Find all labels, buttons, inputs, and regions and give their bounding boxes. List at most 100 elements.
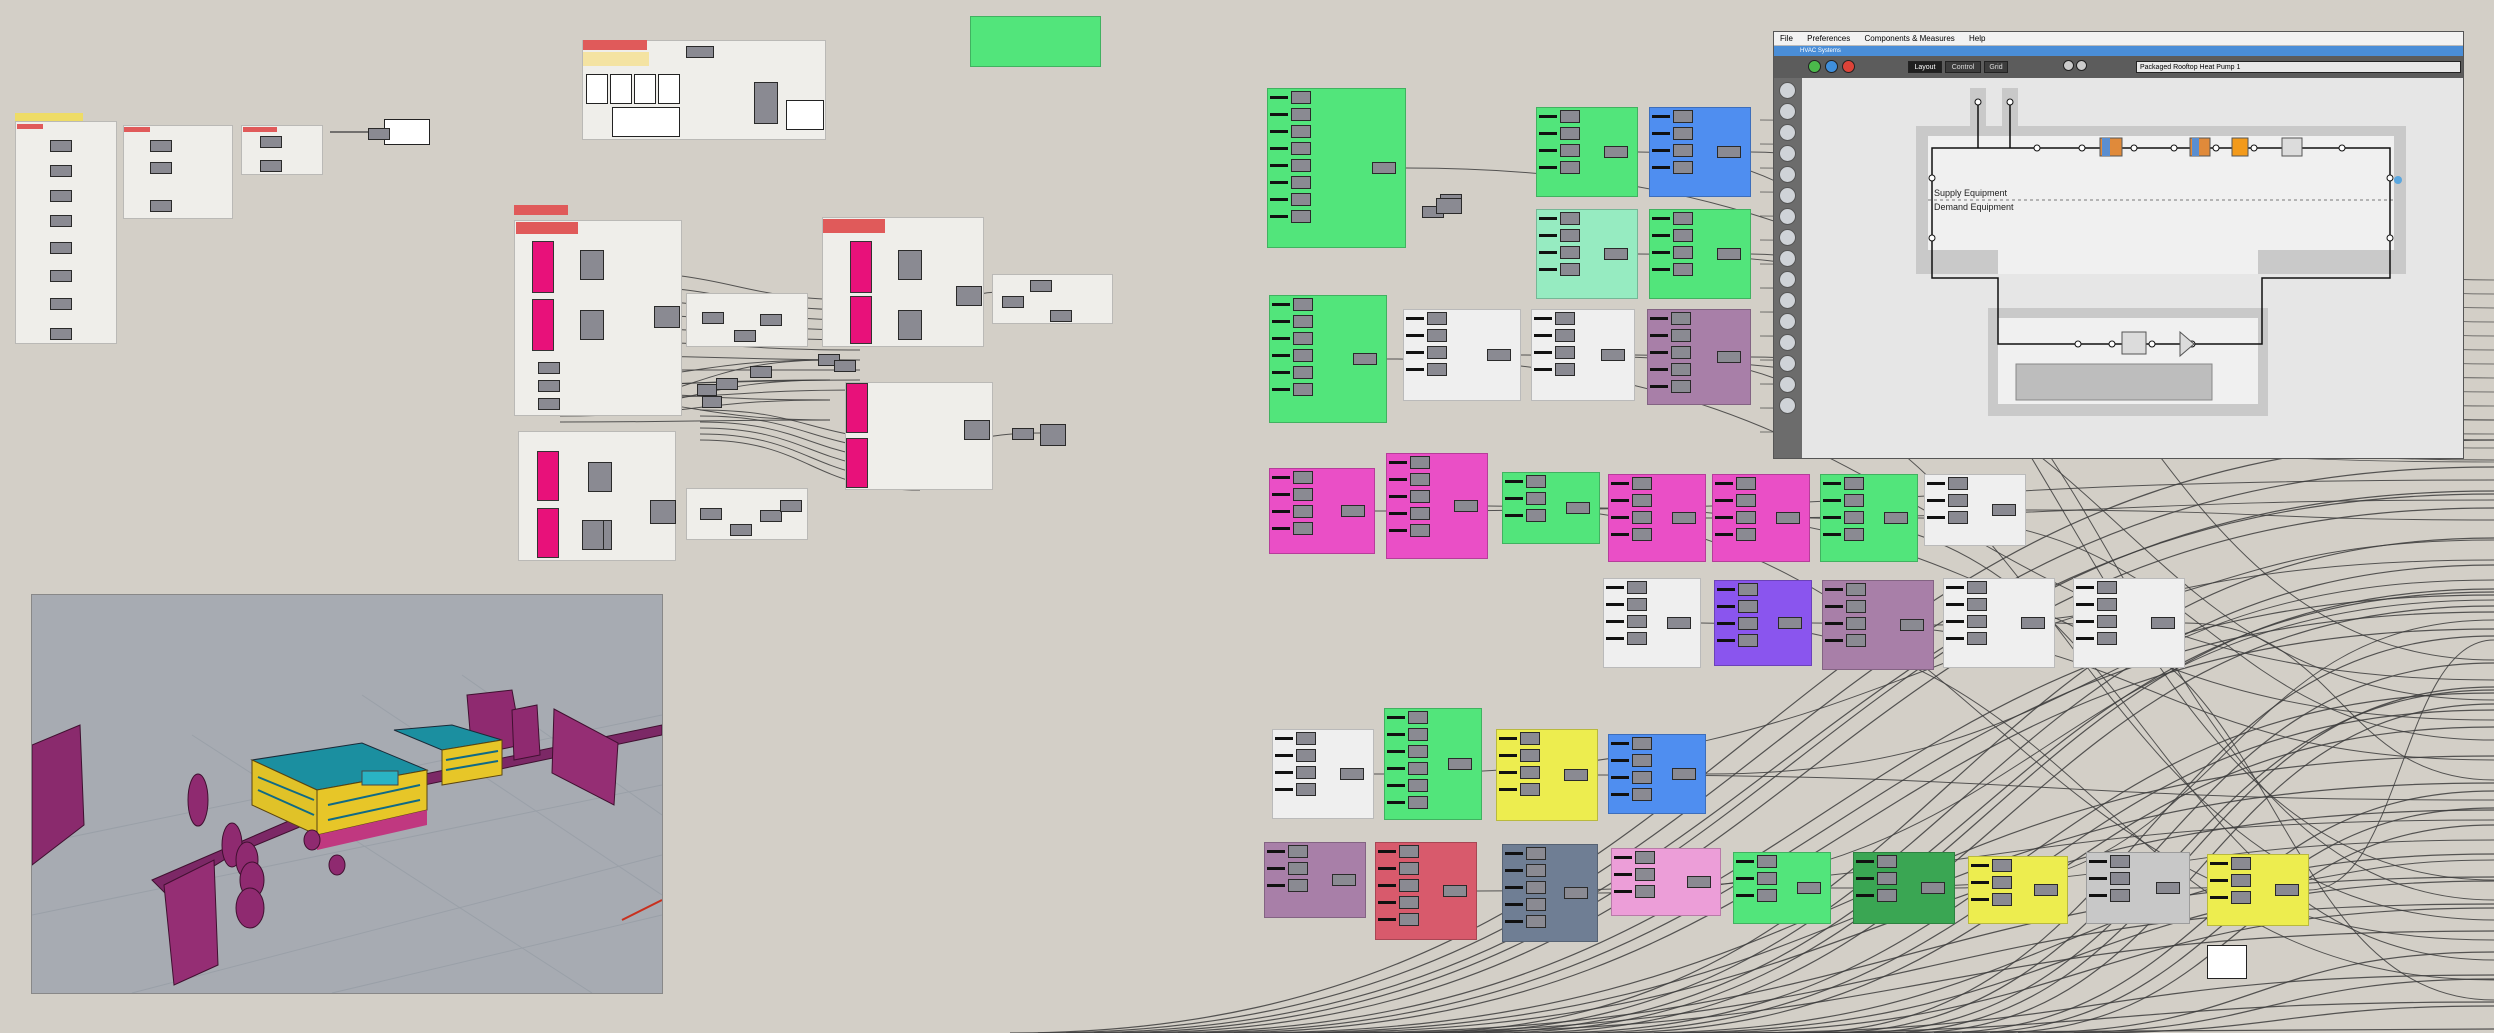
component[interactable] (650, 500, 676, 524)
input-param[interactable] (2231, 874, 2251, 887)
panel[interactable] (610, 74, 632, 104)
input-param[interactable] (1632, 528, 1652, 541)
component[interactable] (2151, 617, 2175, 629)
slider-input[interactable] (846, 438, 868, 488)
tools-icon[interactable] (1779, 292, 1796, 309)
component[interactable] (1566, 502, 1590, 514)
input-param[interactable] (1291, 193, 1311, 206)
menu-help[interactable]: Help (1969, 34, 1986, 43)
input-param[interactable] (1877, 872, 1897, 885)
cycle-icon[interactable] (1779, 376, 1796, 393)
component[interactable] (1604, 248, 1628, 260)
air-loop-icon[interactable] (1779, 103, 1796, 120)
component[interactable] (730, 524, 752, 536)
input-param[interactable] (1427, 329, 1447, 342)
input-param[interactable] (1632, 494, 1652, 507)
input-param[interactable] (1293, 488, 1313, 501)
input-param[interactable] (1526, 881, 1546, 894)
input-param[interactable] (1291, 142, 1311, 155)
output-panel[interactable] (2207, 945, 2247, 979)
input-param[interactable] (2110, 889, 2130, 902)
component[interactable] (964, 420, 990, 440)
hvac-systems-dialog[interactable]: File Preferences Components & Measures H… (1773, 31, 2464, 459)
component[interactable] (1778, 617, 1802, 629)
input-param[interactable] (1526, 492, 1546, 505)
component[interactable] (1776, 512, 1800, 524)
input-param[interactable] (1560, 144, 1580, 157)
input-param[interactable] (1844, 528, 1864, 541)
control-button[interactable]: Control (1945, 61, 1981, 73)
component[interactable] (956, 286, 982, 306)
input-param[interactable] (1635, 851, 1655, 864)
input-param[interactable] (2097, 632, 2117, 645)
input-param[interactable] (1992, 859, 2012, 872)
slider-input[interactable] (850, 241, 872, 293)
input-param[interactable] (1627, 615, 1647, 628)
component[interactable] (538, 398, 560, 410)
input-param[interactable] (1293, 366, 1313, 379)
input-param[interactable] (1293, 332, 1313, 345)
component-group[interactable] (241, 125, 323, 175)
input-param[interactable] (1410, 490, 1430, 503)
component[interactable] (780, 500, 802, 512)
grid-button[interactable]: Grid (1984, 61, 2008, 73)
input-param[interactable] (1736, 511, 1756, 524)
input-param[interactable] (1293, 349, 1313, 362)
output-panel[interactable] (384, 119, 430, 145)
input-param[interactable] (1967, 615, 1987, 628)
input-param[interactable] (1560, 263, 1580, 276)
component[interactable] (50, 328, 72, 340)
input-param[interactable] (1673, 263, 1693, 276)
component-group-green[interactable] (970, 16, 1101, 67)
input-param[interactable] (1992, 876, 2012, 889)
component[interactable] (1667, 617, 1691, 629)
component[interactable] (734, 330, 756, 342)
input-param[interactable] (1757, 855, 1777, 868)
input-param[interactable] (1526, 847, 1546, 860)
input-param[interactable] (1288, 862, 1308, 875)
input-param[interactable] (1948, 511, 1968, 524)
component[interactable] (760, 314, 782, 326)
input-param[interactable] (2097, 615, 2117, 628)
input-param[interactable] (1291, 176, 1311, 189)
input-param[interactable] (1293, 505, 1313, 518)
input-param[interactable] (1293, 383, 1313, 396)
input-param[interactable] (1673, 144, 1693, 157)
component[interactable] (50, 242, 72, 254)
menu-components-measures[interactable]: Components & Measures (1864, 34, 1955, 43)
component[interactable] (150, 140, 172, 152)
input-param[interactable] (1560, 161, 1580, 174)
slider-input[interactable] (850, 296, 872, 344)
input-param[interactable] (1293, 471, 1313, 484)
component[interactable] (368, 128, 390, 140)
component[interactable] (1340, 768, 1364, 780)
input-param[interactable] (1526, 864, 1546, 877)
input-param[interactable] (1560, 127, 1580, 140)
input-param[interactable] (1555, 346, 1575, 359)
input-param[interactable] (1673, 110, 1693, 123)
delete-icon[interactable] (1842, 60, 1855, 73)
coil-icon[interactable] (1779, 250, 1796, 267)
input-param[interactable] (1560, 110, 1580, 123)
component[interactable] (1332, 874, 1356, 886)
rhino-3d-viewport[interactable] (31, 594, 663, 994)
plant-loop-icon[interactable] (1779, 124, 1796, 141)
component[interactable] (1372, 162, 1396, 174)
component[interactable] (1601, 349, 1625, 361)
input-param[interactable] (2097, 581, 2117, 594)
component[interactable] (654, 306, 680, 328)
input-param[interactable] (1627, 598, 1647, 611)
slider-input[interactable] (532, 299, 554, 351)
input-param[interactable] (1738, 617, 1758, 630)
input-param[interactable] (1948, 494, 1968, 507)
input-param[interactable] (1757, 889, 1777, 902)
input-param[interactable] (1291, 210, 1311, 223)
component[interactable] (50, 215, 72, 227)
component[interactable] (1687, 876, 1711, 888)
component-group-purple[interactable] (1822, 580, 1934, 670)
input-param[interactable] (1671, 380, 1691, 393)
input-param[interactable] (1948, 477, 1968, 490)
component[interactable] (50, 165, 72, 177)
component[interactable] (260, 160, 282, 172)
input-param[interactable] (1427, 312, 1447, 325)
